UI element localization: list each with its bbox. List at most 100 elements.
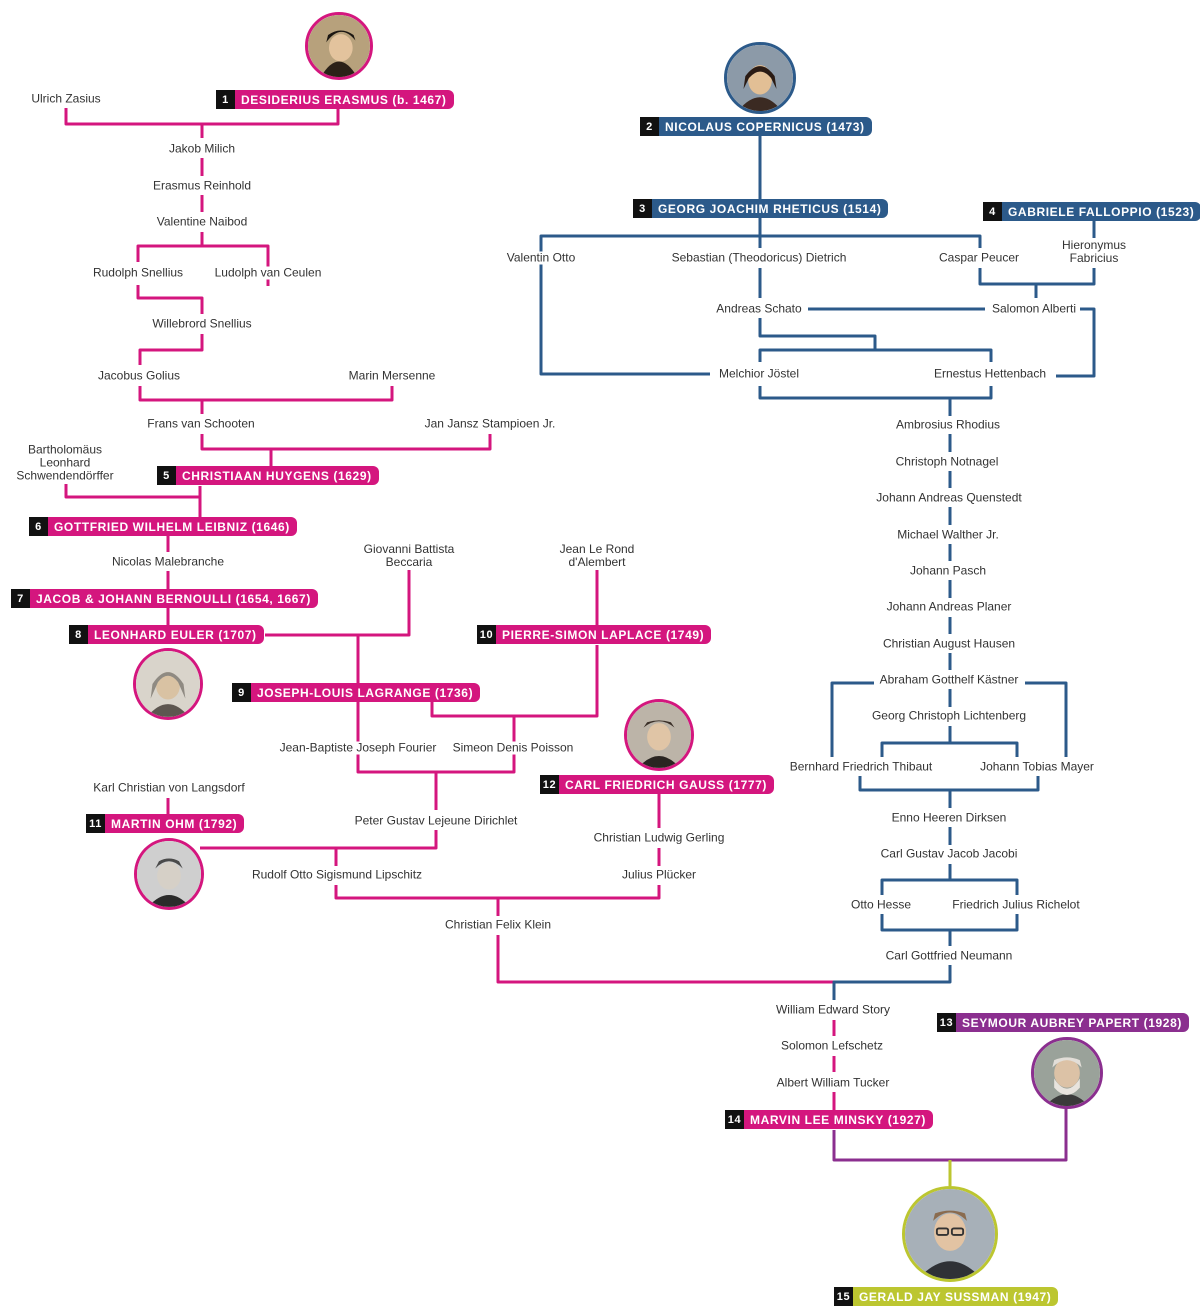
person-dirichlet: Peter Gustav Lejeune Dirichlet [351,814,521,828]
scientist-7-number: 7 [11,589,30,608]
person-mayer: Johann Tobias Mayer [977,760,1097,774]
portrait-image [1034,1040,1100,1106]
person-tucker: Albert William Tucker [773,1076,893,1090]
link-schooten-huygens [200,434,492,468]
scientist-4-name: GABRIELE FALLOPPIO (1523) [1002,202,1200,221]
scientist-8-name: LEONHARD EULER (1707) [88,625,264,644]
person-jacobus-golius: Jacobus Golius [94,369,184,383]
link-peucer-fabricius-alberti [978,268,1096,298]
scientist-13-number: 13 [937,1013,956,1032]
scientist-11-number: 11 [86,814,105,833]
sussman-portrait [902,1186,998,1282]
gauss-portrait [624,699,694,771]
person-line: d'Alembert [568,555,626,569]
scientist-10-name: PIERRE-SIMON LAPLACE (1749) [496,625,712,644]
person-plucker: Julius Plücker [618,868,700,882]
person-jean-le-rond-dalembert: Jean Le Rond d'Alembert [556,543,638,569]
scientist-11-header: 11 MARTIN OHM (1792) [86,814,245,833]
portrait-image [627,702,691,768]
scientist-2-header: 2 NICOLAUS COPERNICUS (1473) [640,117,872,136]
person-bartholomaus-schwendendorffer: Bartholomäus Leonhard Schwendendörffer [13,442,117,483]
scientist-9-header: 9 JOSEPH-LOUIS LAGRANGE (1736) [232,683,481,702]
person-poisson: Simeon Denis Poisson [449,741,577,755]
person-ludolph-van-ceulen: Ludolph van Ceulen [211,266,325,280]
scientist-14-number: 14 [725,1110,744,1129]
scientist-1-number: 1 [216,90,235,109]
link-euler-lagrange-fourier [356,702,516,774]
person-gerling: Christian Ludwig Gerling [590,831,728,845]
ohm-portrait [134,838,204,910]
euler-portrait [133,648,203,720]
scientist-7-name: JACOB & JOHANN BERNOULLI (1654, 1667) [30,589,318,608]
papert-portrait [1031,1037,1103,1109]
scientist-6-number: 6 [29,517,48,536]
person-willebrord-snellius: Willebrord Snellius [149,317,255,331]
person-ernestus-hettenbach: Ernestus Hettenbach [930,367,1050,381]
scientist-5-number: 5 [157,466,176,485]
person-quenstedt: Johann Andreas Quenstedt [873,491,1025,505]
person-valentine-naibod: Valentine Naibod [153,215,251,229]
person-erasmus-reinhold: Erasmus Reinhold [149,179,255,193]
link-schwendendorffer-huygens [64,484,202,499]
scientist-4-header: 4 GABRIELE FALLOPPIO (1523) [983,202,1200,221]
scientist-10-header: 10 PIERRE-SIMON LAPLACE (1749) [477,625,712,644]
scientist-15-number: 15 [834,1287,853,1306]
person-line: Bartholomäus [27,442,103,457]
link-rheticus-students [539,218,982,376]
scientist-4-number: 4 [983,202,1002,221]
link-kastner-lichtenberg [880,689,1019,757]
scientist-14-name: MARVIN LEE MINSKY (1927) [744,1110,933,1129]
scientist-15-name: GERALD JAY SUSSMAN (1947) [853,1287,1059,1306]
person-nicolas-malebranche: Nicolas Malebranche [108,555,228,569]
scientist-6-name: GOTTFRIED WILHELM LEIBNIZ (1646) [48,517,297,536]
person-jakob-milich: Jakob Milich [165,142,239,156]
scientist-12-header: 12 CARL FRIEDRICH GAUSS (1777) [540,775,775,794]
person-jan-jansz-stampioen: Jan Jansz Stampioen Jr. [421,417,559,431]
scientist-2-name: NICOLAUS COPERNICUS (1473) [659,117,872,136]
scientist-12-number: 12 [540,775,559,794]
person-marin-mersenne: Marin Mersenne [345,369,439,383]
person-walther: Michael Walther Jr. [894,528,1002,542]
link-golius-mersenne [138,386,394,414]
scientist-11-name: MARTIN OHM (1792) [105,814,245,833]
scientist-8-header: 8 LEONHARD EULER (1707) [69,625,264,644]
portrait-image [308,15,370,77]
person-caspar-peucer: Caspar Peucer [935,251,1023,265]
person-langsdorf: Karl Christian von Langsdorf [90,781,248,795]
person-melchior-jostel: Melchior Jöstel [715,367,803,381]
scientist-15-header: 15 GERALD JAY SUSSMAN (1947) [834,1287,1059,1306]
scientist-9-number: 9 [232,683,251,702]
person-neumann: Carl Gottfried Neumann [882,949,1016,963]
person-line: Leonhard [39,455,91,470]
person-rudolph-snellius: Rudolph Snellius [89,266,187,280]
link-lipschitz-plucker-klein [334,885,661,916]
person-pasch: Johann Pasch [906,564,990,578]
scientist-6-header: 6 GOTTFRIED WILHELM LEIBNIZ (1646) [29,517,297,536]
scientist-13-name: SEYMOUR AUBREY PAPERT (1928) [956,1013,1189,1032]
copernicus-portrait [724,42,796,114]
portrait-image [905,1189,995,1279]
scientist-3-header: 3 GEORG JOACHIM RHETICUS (1514) [633,199,889,218]
person-andreas-schato: Andreas Schato [713,302,805,316]
person-klein: Christian Felix Klein [441,918,555,932]
scientist-14-header: 14 MARVIN LEE MINSKY (1927) [725,1110,933,1129]
link-schato-jostel-hettenbach [758,318,993,362]
person-lefschetz: Solomon Lefschetz [777,1039,887,1053]
link-kastner-thibaut-mayer [830,681,1068,757]
person-richelot: Friedrich Julius Richelot [949,898,1083,912]
scientist-5-header: 5 CHRISTIAAN HUYGENS (1629) [157,466,379,485]
person-lipschitz: Rudolf Otto Sigismund Lipschitz [248,868,426,882]
person-planer: Johann Andreas Planer [883,600,1015,614]
person-line: Beccaria [385,555,433,569]
link-neumann-story [832,965,952,1000]
link-willebrord-golius [138,334,204,365]
person-line: Hieronymus [1061,238,1127,252]
link-erasmus [64,108,340,138]
person-dietrich: Sebastian (Theodoricus) Dietrich [668,251,850,265]
person-giovanni-battista-beccaria: Giovanni Battista Beccaria [360,543,458,569]
person-story: William Edward Story [772,1003,894,1017]
person-jacobi: Carl Gustav Jacob Jacobi [877,847,1021,861]
person-kastner: Abraham Gotthelf Kästner [876,673,1022,687]
link-schato-alberti [808,307,1096,378]
